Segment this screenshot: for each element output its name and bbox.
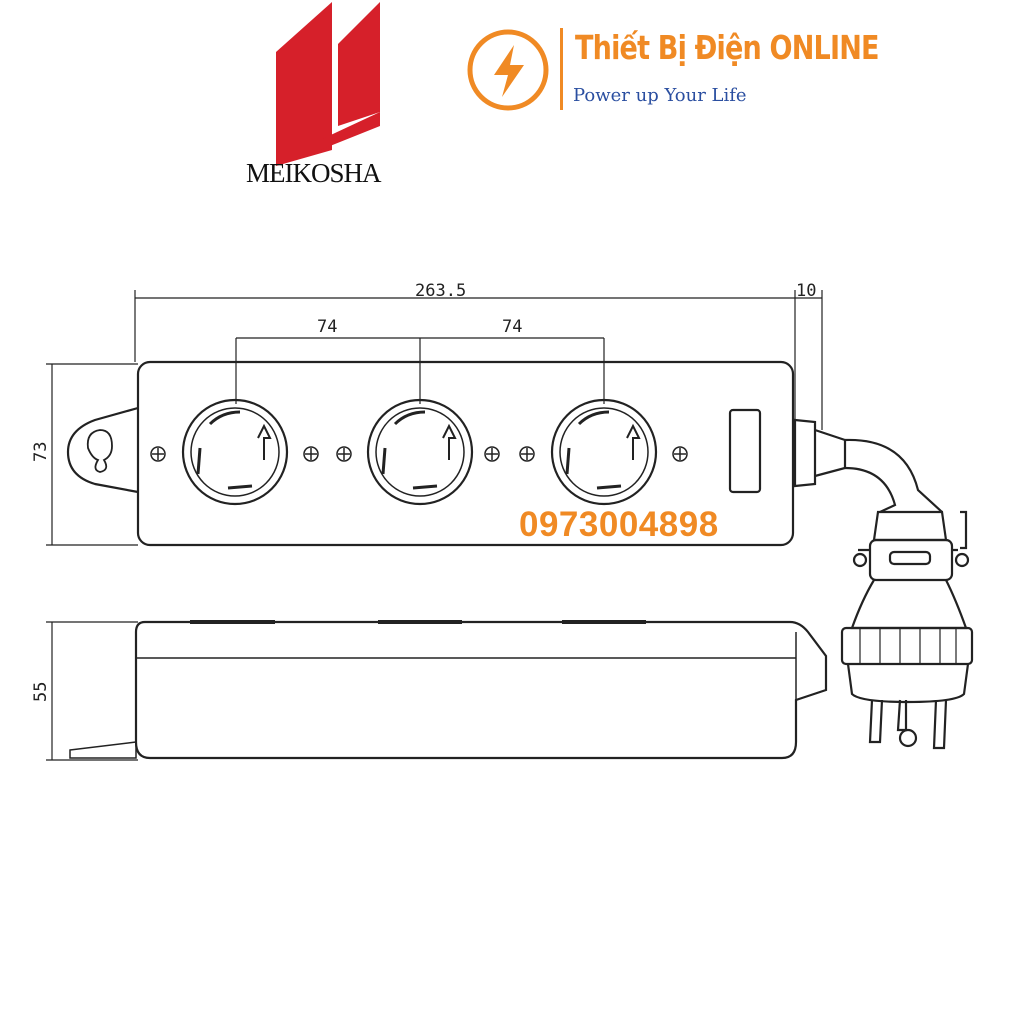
- shop-divider: [560, 28, 563, 110]
- dimension-lines: [46, 290, 823, 761]
- dim-outlet-spacing-2: 74: [502, 317, 522, 337]
- dim-height-top: 73: [31, 442, 51, 462]
- meikosha-logo: [276, 2, 380, 166]
- dim-overall-length: 263.5: [415, 281, 466, 301]
- cord-gland: [793, 418, 817, 488]
- dim-height-side: 55: [31, 682, 51, 702]
- dim-cord-offset: 10: [796, 281, 816, 301]
- screws: [150, 446, 688, 462]
- dim-outlet-spacing-1: 74: [317, 317, 337, 337]
- logo-stripe-right: [338, 2, 380, 126]
- phone-number: 0973004898: [519, 505, 719, 544]
- logo-stripe-left: [276, 2, 332, 166]
- strip-body-top: [136, 360, 795, 547]
- shop-title: Thiết Bị Điện ONLINE: [575, 28, 880, 67]
- outlet-3: [550, 398, 658, 506]
- lightning-icon: [467, 29, 549, 111]
- shop-tagline: Power up Your Life: [573, 85, 747, 106]
- strip-body-side: [134, 620, 828, 760]
- plug-head: [840, 510, 974, 750]
- keyhole: [86, 429, 113, 473]
- side-tab: [69, 741, 137, 759]
- outlet-1: [181, 398, 289, 506]
- hanging-tab: [66, 406, 139, 494]
- logo-stripe-bottom: [320, 112, 380, 150]
- brand-name: MEIKOSHA: [246, 158, 382, 188]
- power-cord: [844, 438, 943, 513]
- indicator-lamp: [728, 408, 762, 494]
- outlet-2: [366, 398, 474, 506]
